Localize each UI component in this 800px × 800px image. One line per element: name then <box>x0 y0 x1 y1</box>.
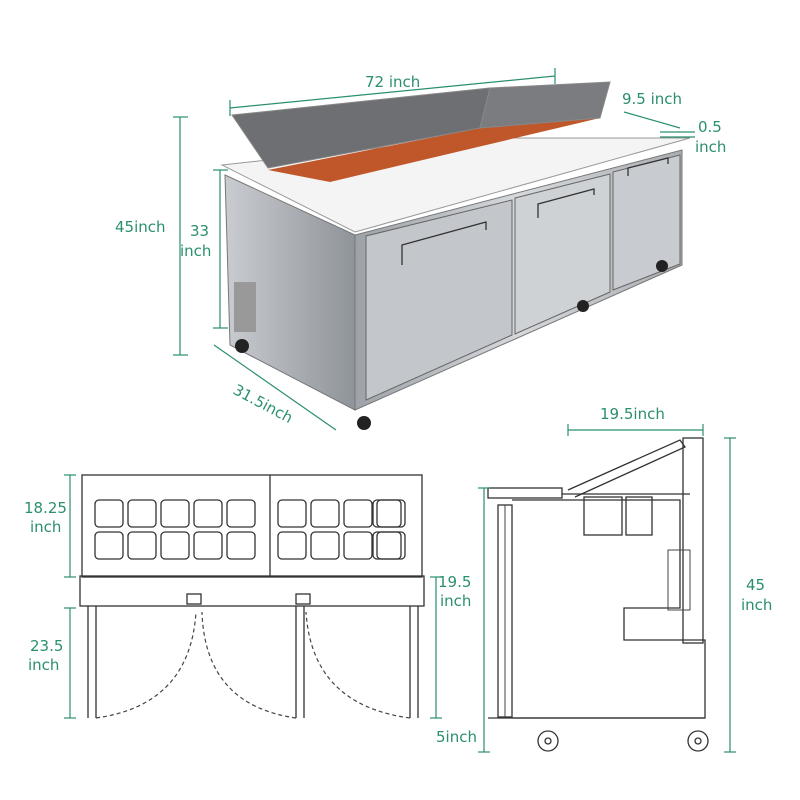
lid-depth-label: 9.5 inch <box>622 90 682 108</box>
pan-slot <box>310 499 340 528</box>
caster <box>235 339 249 353</box>
caster <box>577 300 589 312</box>
pan-slot <box>94 499 124 528</box>
door-handle <box>401 221 487 265</box>
pan-slot <box>127 531 157 560</box>
pan-slot <box>310 531 340 560</box>
door-handle <box>537 188 595 218</box>
width-label: 72 inch <box>365 73 420 91</box>
pan-slot <box>226 499 256 528</box>
door-height-value: 23.5 <box>30 637 63 655</box>
pan-slot <box>277 499 307 528</box>
pan-slot <box>160 499 190 528</box>
total-height-label: 45inch <box>115 218 166 236</box>
caster-height-label: 5inch <box>436 728 477 746</box>
condenser-grille <box>234 282 256 332</box>
caster <box>357 416 371 430</box>
side-top-depth-label: 19.5inch <box>600 405 665 423</box>
lid-thickness-value: 0.5 <box>698 118 722 136</box>
cabinet-front-value: 19.5 <box>438 573 471 591</box>
cabinet-front-unit: inch <box>440 592 471 610</box>
pan-slot <box>343 499 373 528</box>
pan-slot <box>372 499 402 528</box>
refrigerator-3d-view <box>220 81 691 430</box>
pan-slot <box>343 531 373 560</box>
pan-slot <box>277 531 307 560</box>
ingredient-pans <box>268 118 600 182</box>
pan-slot <box>127 499 157 528</box>
lid-height-value: 18.25 <box>24 499 67 517</box>
pan-slot <box>160 531 190 560</box>
lid-thickness-unit: inch <box>695 138 726 156</box>
side-height-unit: inch <box>741 596 772 614</box>
front-view-diagram: 18.25 inch 23.5 inch 19.5 inch <box>24 474 471 719</box>
cabinet-height-unit: inch <box>180 242 211 260</box>
pan-slot <box>226 531 256 560</box>
side-view-diagram: 19.5inch 5inch 45 inch <box>436 405 772 753</box>
pan-slot <box>94 531 124 560</box>
pan-slot <box>193 499 223 528</box>
caster <box>656 260 668 272</box>
door-middle <box>514 173 611 335</box>
depth-label: 31.5inch <box>230 381 296 427</box>
cabinet-height-value: 33 <box>190 222 209 240</box>
side-height-value: 45 <box>746 576 765 594</box>
open-lid-right <box>479 81 611 129</box>
pan-slot <box>193 531 223 560</box>
door-handle <box>627 157 669 176</box>
pan-slot <box>372 531 402 560</box>
lid-height-unit: inch <box>30 518 61 536</box>
door-height-unit: inch <box>28 656 59 674</box>
